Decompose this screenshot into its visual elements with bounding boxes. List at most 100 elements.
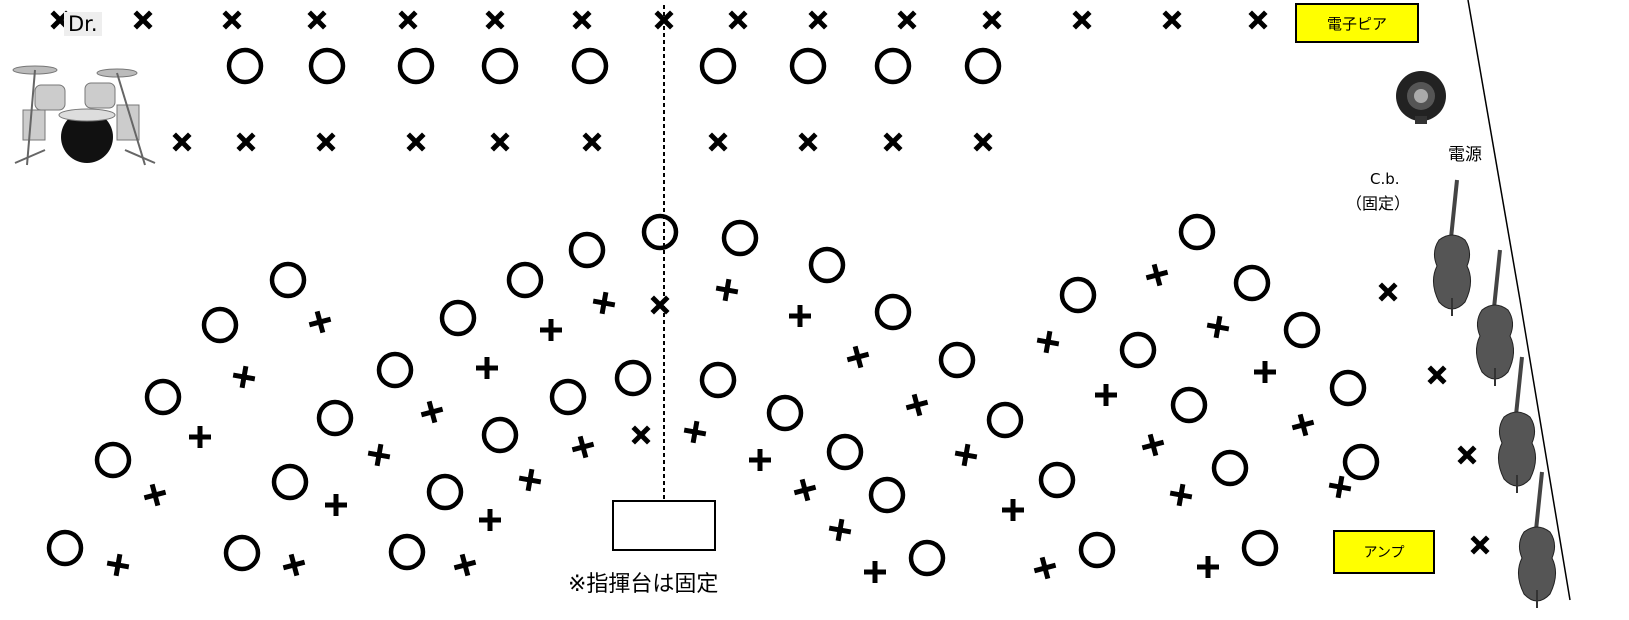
seat-circle [877, 296, 909, 328]
seat-circle [911, 542, 943, 574]
seat-circle [574, 50, 606, 82]
cross-mark [479, 509, 501, 531]
x-mark [1066, 4, 1097, 35]
cross-mark [1095, 384, 1117, 406]
seat-circle [484, 50, 516, 82]
seat-circle [829, 436, 861, 468]
seat-circle [644, 216, 676, 248]
seat-circle [97, 444, 129, 476]
seat-circle [1173, 389, 1205, 421]
seat-circle [1286, 314, 1318, 346]
cross-mark [142, 482, 169, 509]
x-mark [1451, 439, 1482, 470]
seat-circle [871, 479, 903, 511]
x-mark [566, 4, 597, 35]
seat-circle [571, 234, 603, 266]
cross-mark [325, 494, 347, 516]
seat-circle [1041, 464, 1073, 496]
cross-mark [591, 290, 616, 315]
electric-piano-label: 電子ピア [1295, 3, 1419, 43]
seat-circle [877, 50, 909, 82]
cross-mark [366, 442, 391, 467]
x-mark [1372, 276, 1403, 307]
seat-circle [1122, 334, 1154, 366]
seat-circle [1181, 216, 1213, 248]
seat-circle [989, 404, 1021, 436]
x-mark [479, 4, 510, 35]
contrabass-icon [1510, 470, 1564, 610]
cross-mark [570, 434, 597, 461]
cross-mark [540, 319, 562, 341]
x-mark [967, 126, 998, 157]
x-mark [877, 126, 908, 157]
seat-circle [400, 50, 432, 82]
cross-mark [1032, 555, 1059, 582]
cross-mark [419, 399, 446, 426]
x-mark [891, 4, 922, 35]
seat-circle [484, 419, 516, 451]
cross-mark [714, 277, 739, 302]
drum-kit-icon [5, 55, 165, 167]
cross-mark [105, 552, 130, 577]
cross-mark [1002, 499, 1024, 521]
x-mark [310, 126, 341, 157]
x-mark [722, 4, 753, 35]
cross-mark [792, 477, 819, 504]
contrabass-label-line1: C.b. [1370, 170, 1400, 188]
seat-circle [769, 397, 801, 429]
seat-circle [319, 402, 351, 434]
x-mark [400, 126, 431, 157]
cross-mark [452, 552, 479, 579]
seat-circle [1214, 452, 1246, 484]
seat-circle [49, 532, 81, 564]
power-label: 電源 [1448, 140, 1482, 165]
seat-circle [792, 50, 824, 82]
x-mark [484, 126, 515, 157]
podium-note: ※指揮台は固定 [568, 566, 718, 598]
x-mark [702, 126, 733, 157]
seat-circle [552, 381, 584, 413]
cross-mark [1254, 361, 1276, 383]
contrabass-label-line2: （固定） [1346, 190, 1410, 214]
cross-mark [231, 364, 256, 389]
cross-mark [1035, 329, 1060, 354]
seat-circle [274, 466, 306, 498]
cross-mark [749, 449, 771, 471]
cross-mark [281, 552, 308, 579]
x-mark [216, 4, 247, 35]
x-mark [1464, 529, 1495, 560]
seat-circle [229, 50, 261, 82]
cross-mark [953, 442, 978, 467]
amp-label: アンプ [1333, 530, 1435, 574]
x-mark [648, 4, 679, 35]
x-mark [392, 4, 423, 35]
seat-circle [379, 354, 411, 386]
cross-mark [517, 467, 542, 492]
x-mark [230, 126, 261, 157]
seat-circle [724, 222, 756, 254]
cross-mark [682, 419, 707, 444]
seat-circle [1062, 279, 1094, 311]
seat-circle [226, 537, 258, 569]
cross-mark [827, 517, 852, 542]
seat-circle [509, 264, 541, 296]
cross-mark [1197, 556, 1219, 578]
seat-circle [311, 50, 343, 82]
seat-circle [1332, 372, 1364, 404]
seat-circle [204, 309, 236, 341]
cable-reel-icon [1393, 68, 1449, 124]
seat-circle [811, 249, 843, 281]
cross-mark [1168, 482, 1193, 507]
x-mark [127, 4, 158, 35]
x-mark [301, 4, 332, 35]
x-mark [802, 4, 833, 35]
x-mark [166, 126, 197, 157]
cross-mark [307, 309, 334, 336]
x-mark [1156, 4, 1187, 35]
x-mark [1421, 359, 1452, 390]
seat-circle [967, 50, 999, 82]
cross-mark [1205, 314, 1230, 339]
seat-circle [147, 381, 179, 413]
seat-circle [1244, 532, 1276, 564]
seat-circle [617, 362, 649, 394]
